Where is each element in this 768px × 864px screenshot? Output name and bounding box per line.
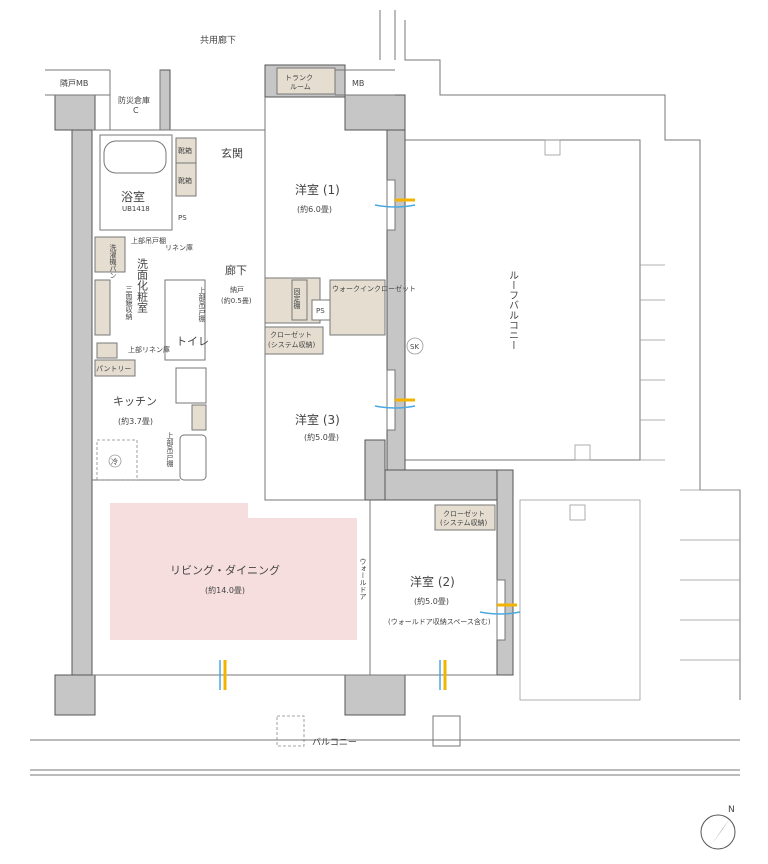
trunk-room[interactable]: [276, 67, 336, 95]
label-kitchen-size: (約3.7畳): [118, 416, 153, 426]
pantry[interactable]: [94, 359, 136, 377]
label-north: N: [728, 805, 735, 815]
label-bathroom-spec: UB1418: [122, 205, 150, 213]
label-closet-2: クローゼット: [443, 509, 485, 518]
label-shoe-box-2: 靴箱: [178, 176, 192, 185]
label-common-corridor: 共用廊下: [200, 34, 236, 46]
label-roof-balcony: ルーフバルコニー: [507, 270, 519, 350]
label-ac-unit: 冷: [111, 457, 118, 466]
label-upper-cabinet-2: 上部吊戸棚: [198, 286, 206, 323]
windows: [219, 179, 521, 690]
label-disaster-storage: 防災倉庫: [118, 95, 150, 105]
label-hallway: 廊下: [225, 263, 247, 277]
label-sk: SK: [410, 343, 419, 351]
label-balcony: バルコニー: [312, 737, 357, 748]
label-room1: 洋室 (1): [295, 182, 340, 197]
label-room3-size: (約5.0畳): [304, 432, 339, 442]
shoe-box-2[interactable]: [175, 162, 197, 197]
label-room2-size: (約5.0畳): [414, 596, 449, 606]
label-trunk-room-1: トランク: [285, 74, 313, 82]
living-dining-highlight: [110, 503, 357, 640]
closet-3[interactable]: [264, 326, 324, 355]
label-upper-linen: 上部リネン庫: [128, 345, 170, 354]
label-neighbor-mb: 隣戸MB: [60, 78, 88, 88]
label-entrance: 玄関: [221, 146, 243, 160]
label-pantry: パントリー: [96, 365, 131, 373]
label-closet-3: クローゼット: [270, 330, 312, 339]
label-room2: 洋室 (2): [410, 574, 455, 589]
label-mirror-storage: 三面鏡収納: [125, 285, 133, 321]
label-toilet: トイレ: [176, 335, 209, 348]
label-storeroom: 納戸: [230, 285, 244, 294]
label-shoe-box-1: 靴箱: [178, 146, 192, 155]
label-living-size: (約14.0畳): [205, 585, 245, 595]
north-compass-icon: [700, 814, 736, 850]
label-room2-note: (ウォールドア収納スペース含む): [388, 617, 491, 626]
label-linen: リネン庫: [165, 243, 193, 252]
label-disaster-storage-mark: C: [133, 106, 139, 115]
label-walk-in-closet: ウォークインクローゼット: [332, 284, 416, 293]
label-room3: 洋室 (3): [295, 412, 340, 427]
closet-2[interactable]: [434, 504, 496, 531]
label-upper-cabinet-1: 上部吊戸棚: [131, 236, 166, 245]
label-laundry-pan: 洗濯機パン: [109, 243, 117, 279]
walk-in-closet[interactable]: [329, 279, 386, 336]
label-upper-cabinet-3: 上部吊戸棚: [166, 431, 174, 468]
label-closet-3-note: (システム収納): [268, 340, 316, 349]
label-ps-1: PS: [178, 214, 187, 222]
roof-balcony-area: [404, 20, 741, 701]
label-ps-2: PS: [316, 307, 325, 315]
label-fixed-shelf: 固定棚: [293, 288, 301, 310]
label-wall-door: ウォールドア: [359, 558, 367, 600]
label-room1-size: (約6.0畳): [297, 204, 332, 214]
label-mb: MB: [352, 79, 364, 88]
label-living: リビング・ダイニング: [170, 563, 280, 577]
label-bathroom: 浴室: [121, 189, 145, 204]
label-closet-2-note: (システム収納): [440, 518, 488, 527]
label-trunk-room-2: ルーム: [290, 83, 311, 91]
label-kitchen: キッチン: [113, 395, 157, 408]
label-storeroom-size: (約0.5畳): [221, 296, 252, 305]
label-washroom: 洗面化粧室: [136, 258, 149, 313]
